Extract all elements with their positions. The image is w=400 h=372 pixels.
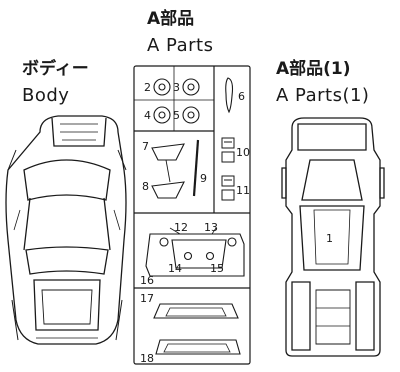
chassis-part-1 [281, 117, 385, 357]
part-num-6: 6 [238, 90, 245, 103]
left-heading-en: Body [22, 85, 70, 106]
center-heading-jp: A部品 [147, 9, 195, 29]
right-heading-en: A Parts(1) [276, 85, 370, 106]
part-num-15: 15 [210, 262, 224, 275]
part-number-labels: 2 3 4 5 6 7 8 9 10 11 12 13 14 15 16 17 … [140, 81, 333, 365]
part-num-10: 10 [236, 146, 250, 159]
part-num-2: 2 [144, 81, 151, 94]
clip-parts [221, 137, 235, 201]
suspension-arms [151, 139, 200, 199]
part-num-18: 18 [140, 352, 154, 365]
part-num-7: 7 [142, 140, 149, 153]
part-17-18 [153, 303, 241, 355]
part-num-4: 4 [144, 109, 151, 122]
part-num-3: 3 [173, 81, 180, 94]
part-num-9: 9 [200, 172, 207, 185]
part-num-16: 16 [140, 274, 154, 287]
center-heading-en: A Parts [147, 35, 214, 56]
right-heading-jp: A部品(1) [276, 59, 351, 79]
part-num-17: 17 [140, 292, 154, 305]
wheel-parts [153, 78, 200, 124]
part-num-11: 11 [236, 184, 250, 197]
part-6-illustration [225, 77, 234, 114]
part-num-12: 12 [174, 221, 188, 234]
part-16-frame [145, 227, 245, 277]
part-num-14: 14 [168, 262, 182, 275]
car-body-illustration [5, 115, 127, 345]
part-num-5: 5 [173, 109, 180, 122]
part-num-8: 8 [142, 180, 149, 193]
part-num-13: 13 [204, 221, 218, 234]
left-heading-jp: ボディー [22, 59, 89, 79]
a-parts-sprue [133, 65, 251, 365]
part-num-1: 1 [326, 232, 333, 245]
